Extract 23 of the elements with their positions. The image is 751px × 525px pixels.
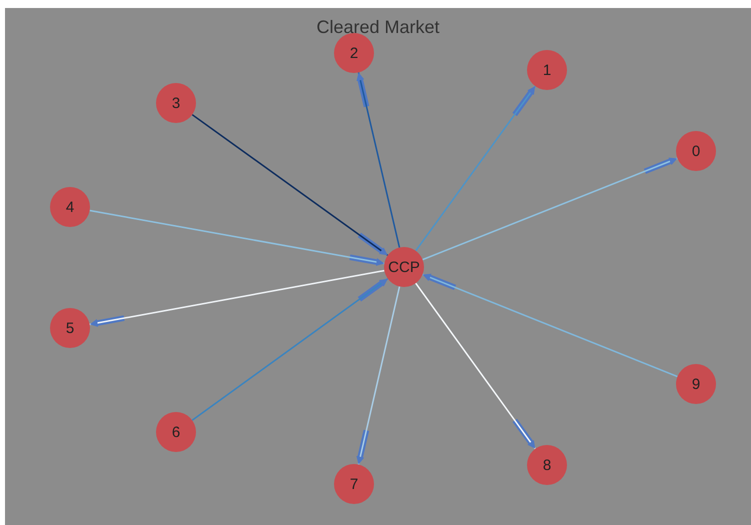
node-label: 2 bbox=[350, 44, 358, 62]
node-circle bbox=[676, 131, 716, 171]
node-label: CCP bbox=[388, 258, 420, 276]
node-circle bbox=[50, 187, 90, 227]
node-label: 7 bbox=[350, 476, 358, 492]
node-circle bbox=[156, 83, 196, 123]
node-circle bbox=[527, 50, 567, 90]
node-circle bbox=[384, 247, 424, 287]
node-label: 9 bbox=[692, 376, 700, 392]
node-circle bbox=[527, 445, 567, 485]
node-circle bbox=[50, 308, 90, 348]
node-label: 0 bbox=[692, 142, 700, 160]
node-label: 4 bbox=[66, 198, 74, 216]
node-circle bbox=[156, 412, 196, 452]
node-circle bbox=[676, 364, 716, 404]
node-label: 5 bbox=[66, 320, 74, 336]
node-label: 6 bbox=[172, 424, 180, 440]
node-circle bbox=[334, 33, 374, 73]
node-label: 3 bbox=[172, 94, 180, 112]
node-label: 1 bbox=[542, 62, 552, 78]
chart-title: Cleared Market bbox=[315, 17, 441, 38]
node-label: 8 bbox=[542, 456, 552, 474]
node-circle bbox=[334, 464, 374, 504]
